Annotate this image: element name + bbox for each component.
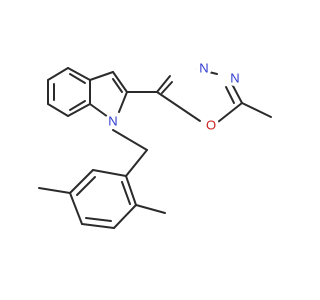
bond [156, 91, 201, 122]
bond [217, 102, 243, 123]
bond [125, 149, 148, 177]
double-bond-inner [161, 81, 173, 94]
indole-benzene-ring [47, 67, 91, 117]
bond [156, 75, 171, 93]
atom-label-background [105, 113, 121, 129]
bond [112, 71, 128, 93]
bond [125, 175, 137, 206]
bond [38, 187, 71, 194]
molecule-structure: N N N O [38, 60, 272, 229]
bond [135, 204, 166, 214]
bond [113, 204, 137, 229]
bond [69, 192, 83, 225]
bond [67, 67, 91, 81]
bond [118, 91, 128, 113]
atom-label-n: N [108, 114, 117, 129]
dimethylbenzene-ring [69, 169, 137, 229]
bond [89, 103, 109, 118]
double-bond-inner [69, 100, 86, 111]
atom-label-background [203, 117, 219, 133]
atom-label-background [196, 60, 212, 76]
atom-label-o: O [206, 118, 216, 133]
oxadiazole-n3-atom: N [196, 60, 212, 76]
bond [47, 103, 69, 117]
atom-label-n: N [199, 61, 208, 76]
bond [92, 169, 127, 177]
bond [69, 169, 94, 194]
atom-label-background [227, 70, 243, 86]
bond [231, 83, 243, 104]
bond [67, 103, 91, 117]
indole-nitrogen-atom: N [105, 113, 121, 129]
double-bond-inner [225, 86, 235, 104]
molecule-canvas: N N N O [38, 60, 272, 229]
bond [112, 129, 148, 151]
oxadiazole-n4-atom: N [227, 70, 243, 86]
bond [89, 71, 114, 81]
double-bond-inner [85, 217, 112, 222]
indole-pyrrole-ring [89, 71, 128, 118]
double-bond-inner [76, 176, 96, 196]
double-bond-inner [69, 73, 86, 84]
double-bond-inner [121, 181, 131, 205]
bond [241, 102, 272, 118]
bond [47, 67, 69, 81]
bond [81, 223, 115, 229]
double-bond-inner [112, 78, 123, 93]
oxadiazole-oxygen-atom: O [203, 117, 219, 133]
atom-label-n: N [230, 71, 239, 86]
